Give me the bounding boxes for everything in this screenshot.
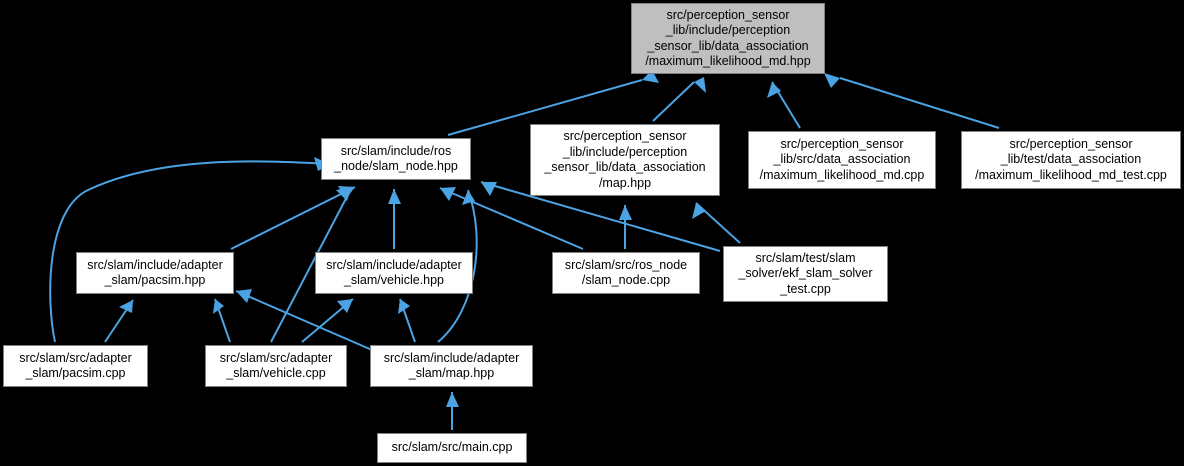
arrowhead-icon [398, 299, 410, 314]
graph-node-ml_md_hpp[interactable]: src/perception_sensor _lib/include/perce… [631, 3, 825, 74]
arrowhead-icon [692, 203, 706, 219]
arrowhead-icon [481, 182, 497, 196]
graph-node-pacsim_cpp[interactable]: src/slam/src/adapter _slam/pacsim.cpp [3, 345, 148, 387]
arrowhead-icon [619, 205, 632, 220]
graph-node-ml_md_cpp[interactable]: src/perception_sensor _lib/src/data_asso… [748, 131, 936, 189]
graph-node-slam_node_hpp[interactable]: src/slam/include/ros _node/slam_node.hpp [321, 138, 471, 180]
graph-node-ekf_slam_solver_test_cpp[interactable]: src/slam/test/slam _solver/ekf_slam_solv… [723, 246, 888, 302]
arrowhead-icon [694, 77, 706, 93]
arrowhead-icon [119, 300, 133, 313]
graph-node-vehicle_hpp[interactable]: src/slam/include/adapter _slam/vehicle.h… [315, 252, 473, 294]
arrowhead-icon [336, 187, 352, 201]
graph-node-main_cpp[interactable]: src/slam/src/main.cpp [377, 433, 527, 463]
arrowhead-icon [824, 73, 840, 88]
graph-edge-ekf_slam_solver_test_cpp-to-slam_node_hpp [480, 181, 721, 252]
graph-edge-ml_md_test_cpp-to-ml_md_hpp [839, 77, 1000, 129]
arrowhead-icon [440, 187, 456, 201]
arrowhead-icon [213, 299, 224, 314]
arrowhead-icon [388, 189, 401, 204]
graph-edge-ros_node_slam_node_cpp-to-slam_node_hpp [439, 187, 584, 250]
arrowhead-icon [236, 289, 252, 303]
arrowhead-icon [642, 70, 659, 83]
graph-node-map_hpp_psl[interactable]: src/perception_sensor _lib/include/perce… [530, 124, 720, 196]
graph-edge-adapter_map_hpp-to-pacsim_hpp [235, 290, 373, 351]
graph-node-pacsim_hpp[interactable]: src/slam/include/adapter _slam/pacsim.hp… [76, 252, 234, 294]
graph-node-ros_node_slam_node_cpp[interactable]: src/slam/src/ros_node /slam_node.cpp [552, 252, 700, 294]
arrowhead-icon [446, 392, 459, 407]
arrowhead-icon [337, 299, 353, 313]
graph-edge-map_hpp_psl-to-ml_md_hpp [652, 81, 695, 122]
graph-edge-adapter_map_hpp-to-slam_node_hpp [437, 189, 478, 343]
graph-edge-vehicle_cpp-to-slam_node_hpp [270, 186, 353, 343]
graph-node-vehicle_cpp[interactable]: src/slam/src/adapter _slam/vehicle.cpp [205, 345, 347, 387]
graph-node-ml_md_test_cpp[interactable]: src/perception_sensor _lib/test/data_ass… [961, 131, 1181, 189]
arrowhead-icon [767, 82, 781, 98]
graph-edge-slam_node_hpp-to-ml_md_hpp [447, 79, 643, 136]
graph-edge-pacsim_cpp-to-slam_node_hpp [49, 160, 331, 343]
graph-edge-pacsim_hpp-to-slam_node_hpp [230, 186, 356, 250]
graph-node-adapter_map_hpp[interactable]: src/slam/include/adapter _slam/map.hpp [370, 345, 533, 387]
